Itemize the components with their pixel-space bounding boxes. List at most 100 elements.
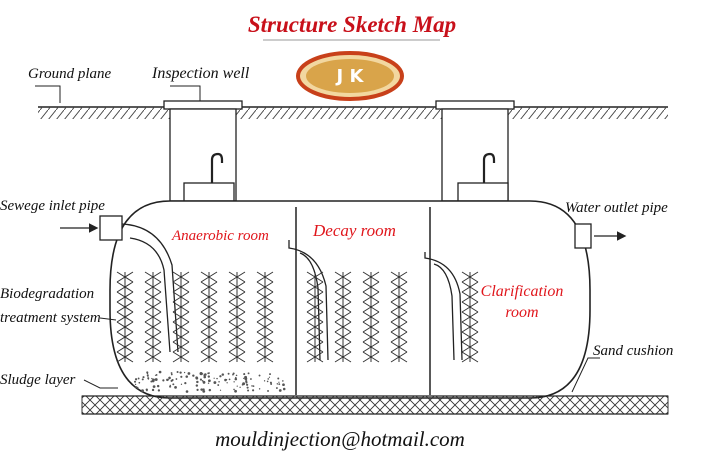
label-water-outlet: Water outlet pipe	[565, 200, 668, 216]
sludge-dot	[168, 376, 171, 380]
sludge-dots	[134, 370, 286, 393]
sludge-dot	[221, 373, 225, 376]
sludge-dot	[236, 385, 238, 387]
media-column	[334, 271, 352, 363]
inspection-well-left	[163, 100, 243, 202]
sludge-dot	[146, 389, 148, 392]
sludge-dot	[134, 378, 138, 381]
sludge-dot	[227, 372, 230, 375]
sludge-pointer	[83, 379, 118, 389]
sludge-dot	[136, 386, 139, 389]
sludge-dot	[234, 377, 238, 381]
sludge-dot	[234, 389, 237, 393]
sludge-dot	[258, 374, 261, 377]
sludge-dot	[275, 387, 278, 390]
sludge-dot	[246, 386, 249, 389]
sludge-dot	[155, 374, 158, 376]
sludge-dot	[213, 381, 217, 385]
sludge-dot	[278, 383, 281, 386]
sludge-dot	[250, 378, 252, 380]
sludge-dot	[270, 383, 273, 385]
sludge-dot	[146, 372, 149, 375]
media-column	[116, 271, 134, 363]
sludge-dot	[137, 377, 140, 380]
sludge-dot	[203, 374, 206, 377]
sludge-dot	[268, 376, 271, 378]
sludge-dot	[244, 377, 248, 381]
sludge-dot	[166, 378, 169, 382]
sludge-dot	[207, 372, 210, 375]
sludge-dot	[243, 373, 246, 376]
diagram-title: Structure Sketch Map	[248, 12, 456, 37]
sludge-dot	[152, 385, 156, 388]
sludge-dot	[269, 381, 272, 384]
sludge-dot	[217, 384, 220, 386]
media-column	[306, 271, 324, 363]
sludge-dot	[282, 380, 284, 382]
sludge-dot	[208, 379, 211, 382]
sludge-dot	[247, 372, 250, 375]
label-sludge-layer: Sludge layer	[0, 372, 76, 388]
sludge-dot	[252, 389, 255, 392]
sludge-dot	[213, 377, 215, 379]
sludge-dot	[258, 388, 261, 390]
sludge-dot	[208, 388, 212, 392]
sludge-dot	[233, 381, 235, 383]
sludge-dot	[203, 388, 205, 391]
sludge-dot	[243, 377, 245, 380]
sludge-dot	[138, 381, 141, 384]
sludge-dot	[185, 375, 189, 378]
sludge-dot	[175, 378, 178, 380]
sludge-dot	[196, 380, 199, 384]
sludge-dot	[282, 384, 285, 386]
sludge-dot	[151, 377, 153, 380]
sludge-dot	[226, 382, 228, 384]
sludge-dot	[180, 383, 183, 385]
sludge-dot	[245, 381, 248, 384]
sludge-dot	[183, 371, 186, 374]
sludge-dot	[232, 373, 234, 376]
sludge-dot	[169, 385, 171, 388]
sludge-dot	[185, 390, 189, 393]
label-biodegradation-1: Biodegradation	[0, 286, 94, 302]
sludge-dot	[158, 370, 162, 374]
sludge-dot	[187, 372, 191, 375]
sludge-dot	[277, 377, 280, 380]
sludge-dot	[154, 378, 158, 381]
sludge-dot	[201, 379, 204, 382]
media-column	[172, 271, 190, 363]
sludge-dot	[141, 378, 144, 381]
label-ground-plane: Ground plane	[28, 66, 112, 82]
sludge-dot	[242, 382, 246, 386]
sludge-dot	[267, 378, 270, 380]
sludge-dot	[179, 371, 182, 374]
sludge-dot	[157, 389, 161, 392]
sludge-dot	[267, 390, 269, 392]
sludge-dot	[216, 377, 218, 380]
bio-pointer	[99, 317, 117, 321]
sand-cushion	[81, 357, 669, 415]
sludge-dot	[246, 383, 249, 386]
sludge-dot	[252, 385, 255, 388]
sludge-dot	[176, 370, 179, 374]
sludge-dot	[174, 385, 177, 389]
sludge-dot	[152, 378, 155, 382]
media-column	[362, 271, 380, 363]
sludge-dot	[169, 384, 172, 387]
sludge-dot	[142, 376, 145, 379]
media-column	[200, 271, 218, 363]
sludge-dot	[207, 382, 210, 384]
sludge-dot	[239, 386, 241, 388]
sludge-dot	[171, 378, 174, 382]
sludge-dot	[282, 387, 286, 391]
sludge-dot	[228, 378, 231, 381]
sludge-dot	[263, 380, 266, 382]
sludge-dot	[203, 375, 207, 379]
sludge-dot	[184, 382, 187, 385]
media-column	[228, 271, 246, 363]
sludge-dot	[180, 375, 183, 378]
inspection-well-right	[435, 100, 515, 202]
sludge-dot	[276, 383, 279, 385]
sludge-dot	[202, 380, 206, 384]
